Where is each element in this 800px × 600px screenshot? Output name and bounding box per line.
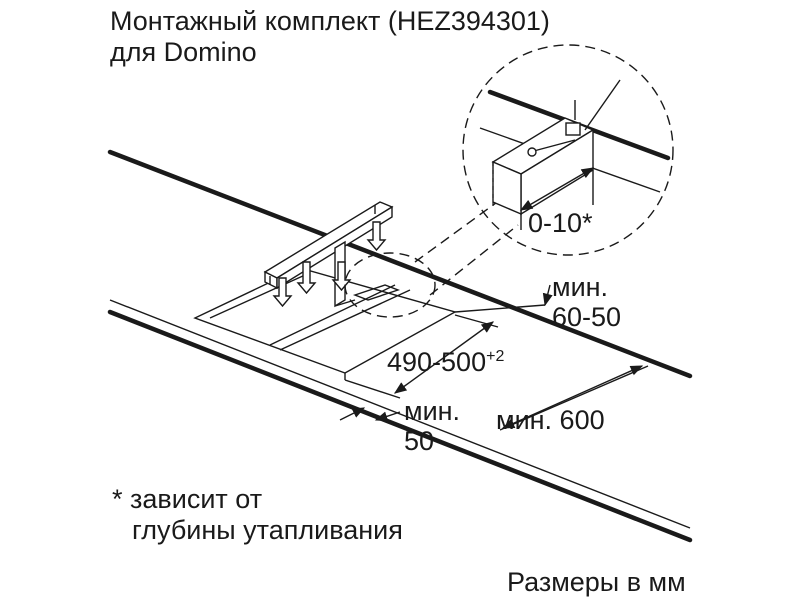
label-detail-gap: 0-10* bbox=[528, 208, 593, 238]
worktop-front-edge bbox=[107, 309, 693, 543]
down-arrow bbox=[331, 261, 352, 292]
cutout bbox=[193, 267, 457, 380]
dim-min-front bbox=[339, 407, 401, 422]
label-min-front: мин. 50 bbox=[404, 396, 460, 456]
down-arrow bbox=[366, 221, 387, 252]
dim-min-width bbox=[499, 365, 649, 431]
label-min-depth: мин. 60-50 bbox=[552, 272, 621, 332]
label-cutout-width: 490-500+2 bbox=[387, 347, 504, 377]
detail-circle bbox=[462, 44, 674, 256]
down-arrow bbox=[272, 277, 293, 308]
footnote-line-1: * зависит от bbox=[112, 484, 263, 514]
worktop-front-line bbox=[109, 299, 691, 529]
footnote-line-2: глубины утапливания bbox=[132, 515, 403, 545]
detail-marker bbox=[344, 252, 436, 318]
label-min-front-value: 50 bbox=[404, 426, 435, 456]
label-min-width: мин. 600 bbox=[496, 405, 605, 435]
footnote: * зависит от глубины утапливания bbox=[112, 484, 403, 546]
detail-leader bbox=[429, 224, 519, 296]
dim-min-depth bbox=[454, 284, 553, 313]
label-min-front-prefix: мин. bbox=[404, 396, 461, 426]
units-note: Размеры в мм bbox=[507, 567, 686, 597]
title-line-2: для Domino bbox=[110, 37, 257, 67]
cutout-divider bbox=[269, 284, 396, 346]
dim-cutout-width bbox=[344, 314, 499, 399]
worktop bbox=[107, 149, 693, 543]
detail-leader bbox=[414, 199, 501, 263]
worktop-back-edge bbox=[107, 149, 693, 379]
down-arrow bbox=[296, 261, 317, 295]
label-cutout-width-value: 490-500 bbox=[387, 347, 487, 377]
detail-view bbox=[462, 44, 674, 256]
mounting-arrows bbox=[272, 221, 387, 308]
cutout-divider-2 bbox=[279, 289, 411, 351]
label-min-depth-value: 60-50 bbox=[552, 302, 622, 332]
label-cutout-width-tolerance: +2 bbox=[486, 348, 505, 365]
label-min-depth-prefix: мин. bbox=[552, 272, 609, 302]
title-line-1: Монтажный комплект (HEZ394301) bbox=[110, 6, 550, 36]
cutout-inner-back bbox=[209, 274, 306, 319]
